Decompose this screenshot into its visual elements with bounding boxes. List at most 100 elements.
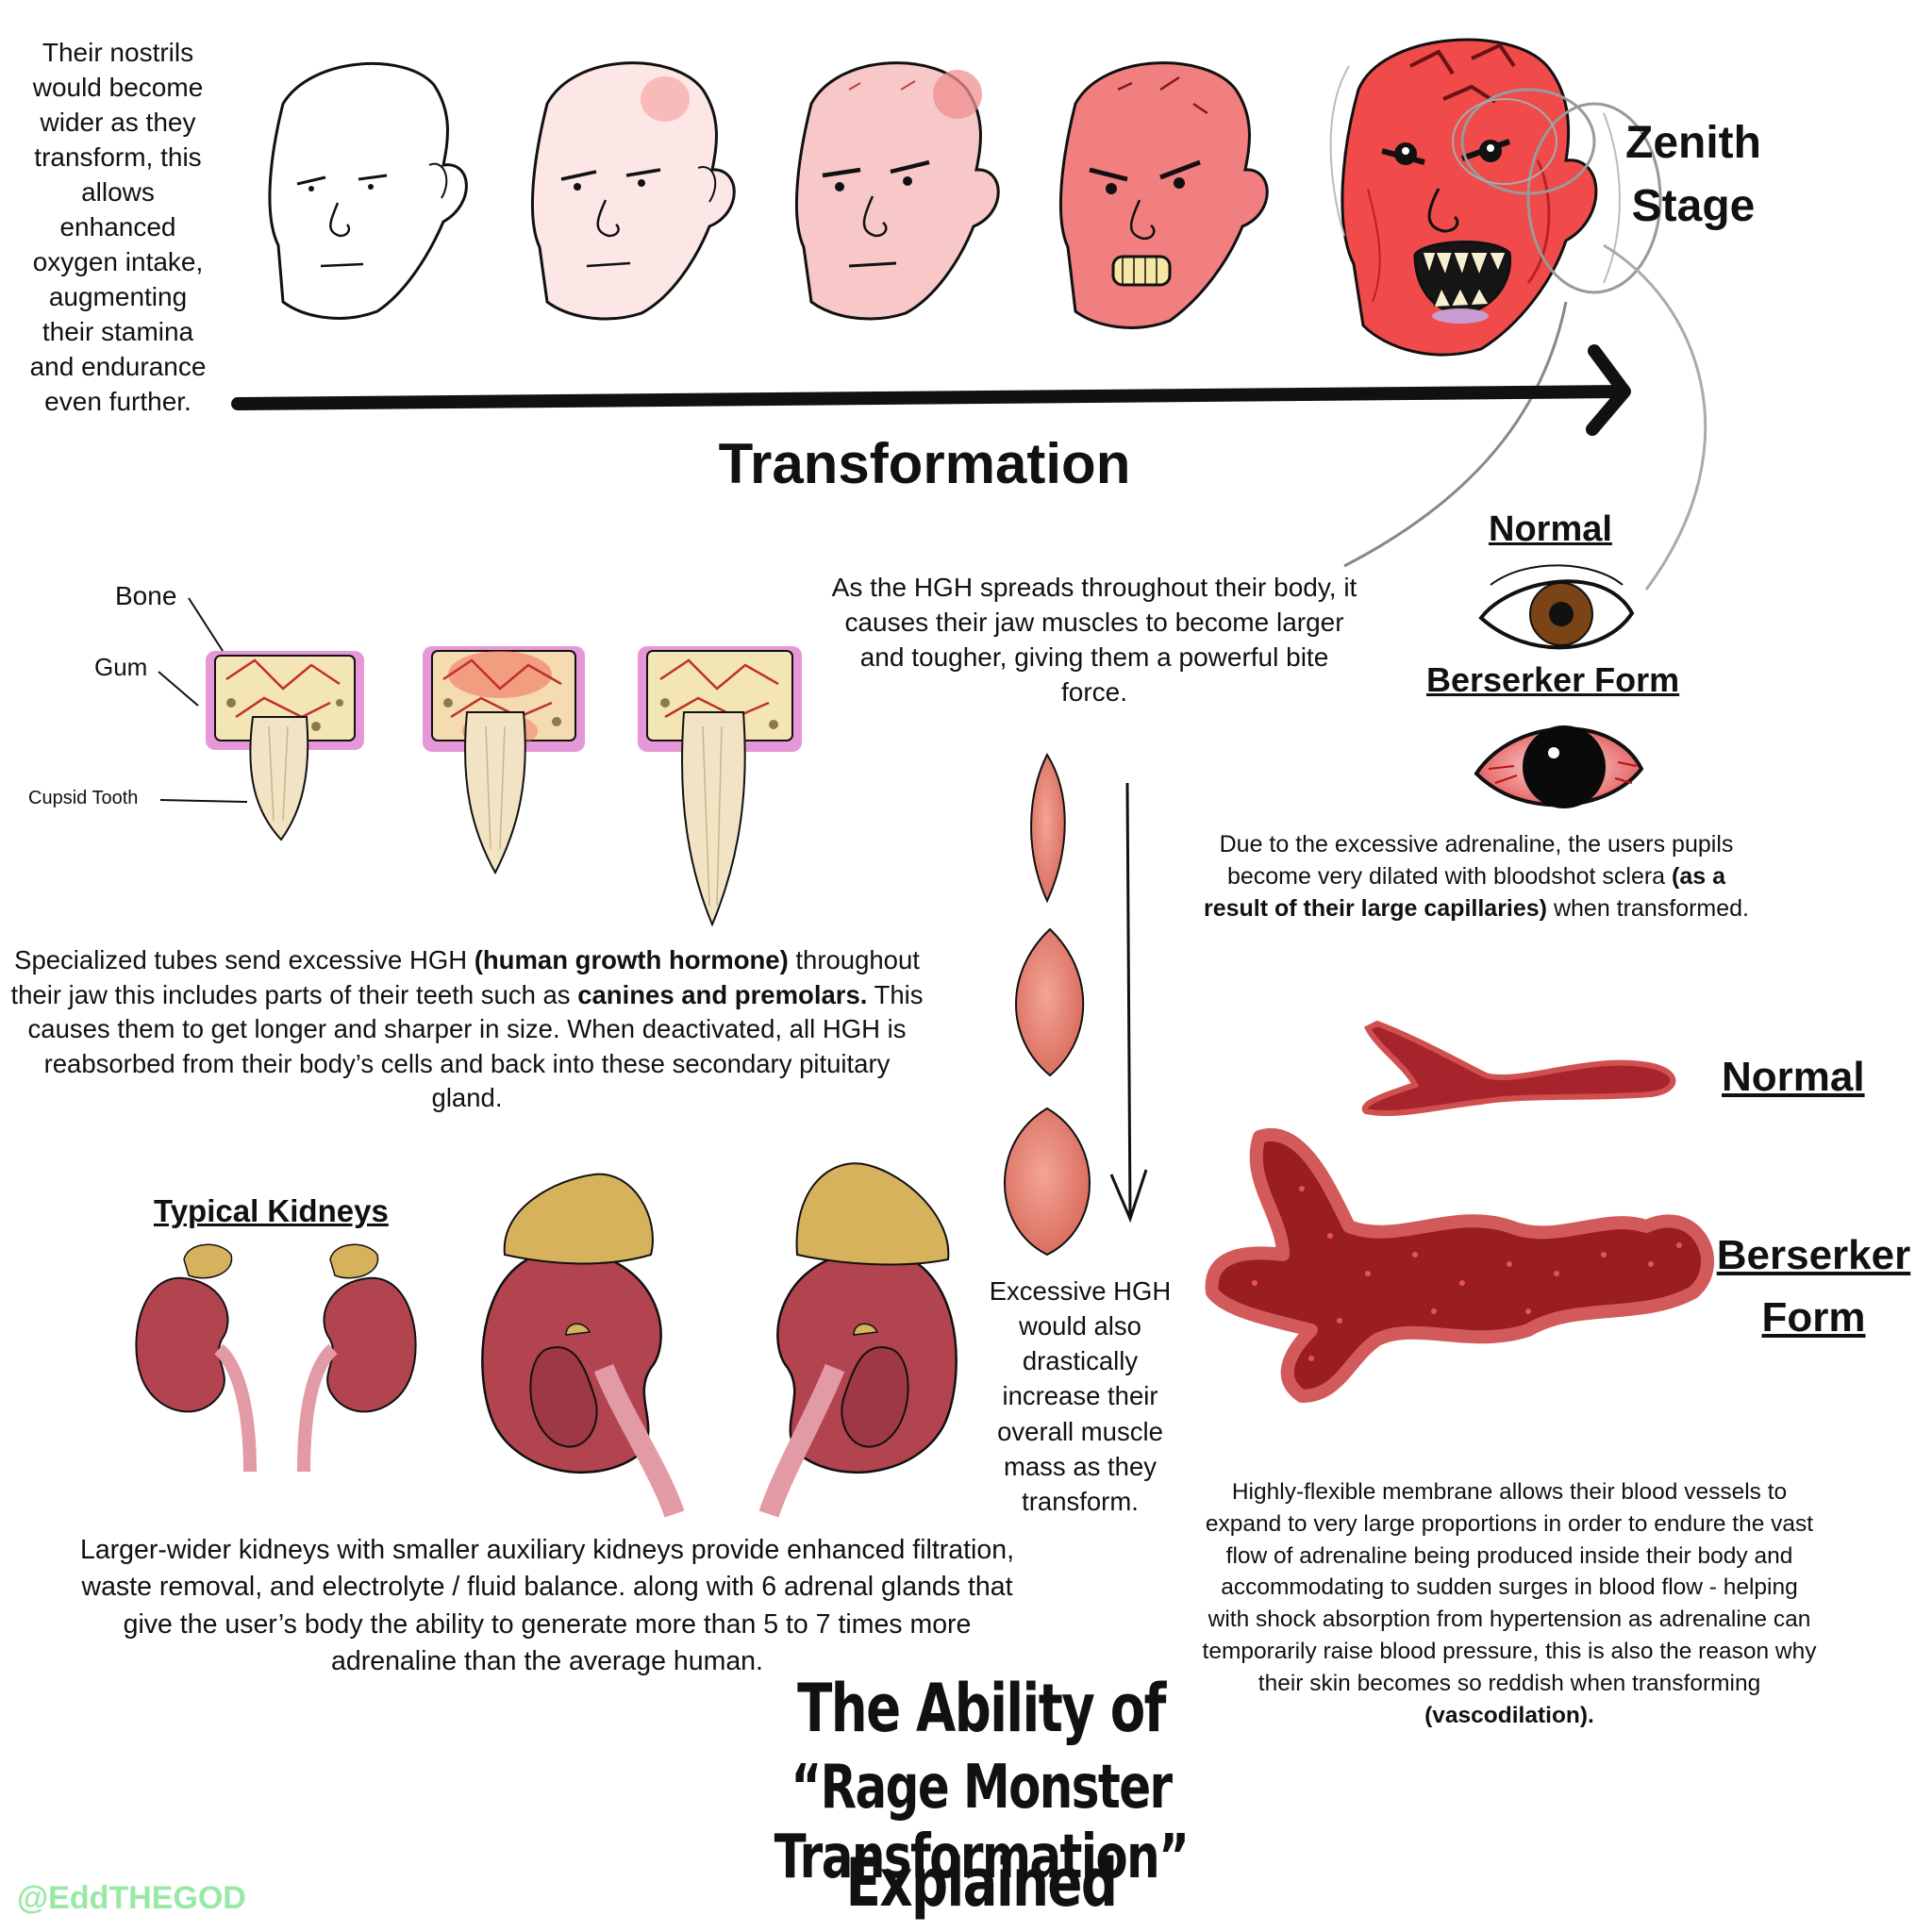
muscle-line: overall muscle (997, 1416, 1163, 1446)
kidney-line: give the user’s body the ability to gene… (123, 1608, 972, 1640)
nostrils-caption: Their nostrils would become wider as the… (14, 36, 222, 419)
watermark: @EddTHEGOD (17, 1880, 246, 1916)
typical-kidneys-diagram (135, 1243, 417, 1473)
nostrils-line: their stamina (42, 316, 194, 346)
eye-caption: Due to the excessive adrenaline, the use… (1170, 828, 1783, 924)
hgh-line: causes them to get longer and sharper in… (27, 1014, 907, 1044)
page-title-line-1: The Ability of (797, 1670, 1166, 1747)
muscle-growth-diagram (1004, 752, 1148, 1257)
connector-line (1343, 301, 1568, 568)
gum-label: Gum (94, 653, 148, 681)
nostrils-line: allows (81, 176, 155, 207)
nostrils-line: oxygen intake, (32, 246, 204, 276)
eye-caption-text: when transformed. (1553, 895, 1749, 922)
nostrils-line: augmenting (48, 281, 188, 311)
muscle-line: Excessive HGH (989, 1276, 1172, 1306)
vessel-line: Highly-flexible membrane allows their bl… (1231, 1479, 1788, 1505)
eye-caption-line: result of their large capillaries) when … (1170, 892, 1783, 924)
bone-leader-line (188, 597, 224, 652)
cupsid-tooth-label: Cupsid Tooth (28, 788, 139, 808)
eye-caption-bold: result of their large capillaries) (1203, 895, 1547, 922)
hgh-line: Specialized tubes send excessive HGH (hu… (0, 943, 934, 978)
nostrils-line: and endurance (29, 351, 207, 381)
typical-kidneys-label: Typical Kidneys (154, 1193, 389, 1228)
hgh-text: Specialized tubes send excessive HGH (14, 945, 475, 974)
eye-caption-line: become very dilated with bloodshot scler… (1170, 860, 1783, 892)
hgh-text: throughout (788, 945, 920, 974)
jaw-line: force. (1060, 676, 1128, 707)
jaw-line: As the HGH spreads throughout their body… (831, 573, 1357, 602)
berserker-kidney-left (481, 1173, 685, 1518)
kidney-caption: Larger-wider kidneys with smaller auxili… (19, 1532, 1075, 1680)
normal-vessel-label: Normal (1722, 1054, 1865, 1100)
hgh-bold: (human growth hormone) (474, 945, 789, 974)
nostrils-line: even further. (44, 386, 192, 416)
hgh-bold: canines and premolars. (577, 979, 868, 1009)
zenith-line: Zenith (1625, 118, 1761, 168)
face-stage-1 (268, 62, 468, 320)
hgh-line: reabsorbed from their body’s cells and b… (43, 1048, 891, 1078)
berserker-vessel-label: Berserker Form (1703, 1224, 1924, 1349)
eye-caption-bold: (as a (1672, 863, 1726, 890)
nostrils-line: would become (32, 72, 204, 102)
kidney-line: adrenaline than the average human. (331, 1645, 763, 1676)
hgh-line: gland. (431, 1083, 503, 1113)
nostrils-line: enhanced (59, 211, 176, 242)
berserker-vessel-line: Berserker (1716, 1232, 1911, 1278)
hgh-caption: Specialized tubes send excessive HGH (hu… (0, 943, 934, 1116)
gum-leader-line (158, 671, 199, 707)
normal-vessel-icon (1361, 1020, 1676, 1116)
hgh-text: their jaw this includes parts of their t… (10, 979, 578, 1009)
page-title-line-2: “Rage Monster Transformation” (774, 1753, 1190, 1892)
hgh-line: their jaw this includes parts of their t… (0, 978, 934, 1013)
face-stage-3 (794, 61, 1000, 321)
nostrils-line: Their nostrils (42, 38, 194, 67)
kidney-line: waste removal, and electrolyte / fluid b… (81, 1572, 1013, 1603)
tooth-diagram-1 (206, 651, 364, 841)
tooth-diagram-2 (423, 646, 585, 875)
vessel-caption: Highly-flexible membrane allows their bl… (1160, 1476, 1858, 1731)
face-stage-4 (1058, 61, 1269, 329)
zenith-stage-label: Zenith Stage (1613, 111, 1774, 238)
nostrils-line: transform, this (34, 142, 202, 172)
muscle-line: increase their (1002, 1381, 1158, 1411)
vessel-line-bold: (vascodilation). (1424, 1702, 1594, 1728)
connector-line (1603, 243, 1707, 591)
vessel-line: flow of adrenaline being produced inside… (1225, 1542, 1793, 1569)
eye-caption-text: become very dilated with bloodshot scler… (1226, 863, 1666, 890)
tooth-diagram-3 (638, 646, 802, 927)
muscle-line: transform. (1022, 1486, 1139, 1516)
vessel-line: temporarily raise blood pressure, this i… (1202, 1638, 1817, 1664)
vessel-line: their skin becomes so reddish when trans… (1257, 1670, 1761, 1696)
normal-eye-icon (1478, 564, 1635, 650)
muscle-line: would also (1019, 1311, 1141, 1341)
berserker-eye-label: Berserker Form (1426, 660, 1680, 699)
face-zenith-stage (1329, 38, 1662, 357)
transformation-arrow (231, 344, 1631, 436)
page-title-line-3: Explained (845, 1844, 1118, 1922)
jaw-line: and tougher, giving them a powerful bite (859, 641, 1329, 672)
berserker-kidney-right (758, 1162, 958, 1518)
muscle-caption: Excessive HGH would also drastically inc… (976, 1274, 1184, 1519)
jaw-line: causes their jaw muscles to become large… (844, 607, 1344, 637)
eye-caption-line: Due to the excessive adrenaline, the use… (1219, 831, 1734, 858)
nostrils-line: wider as they (40, 107, 196, 137)
berserker-vessel-icon (1205, 1128, 1714, 1403)
vessel-line: with shock absorption from hypertension … (1208, 1607, 1811, 1633)
jaw-caption: As the HGH spreads throughout their body… (792, 571, 1396, 710)
normal-eye-label: Normal (1489, 509, 1612, 549)
berserker-vessel-line: Form (1761, 1294, 1866, 1341)
zenith-line: Stage (1631, 181, 1756, 232)
hgh-text: This (867, 979, 924, 1009)
bone-label: Bone (115, 581, 177, 610)
kidney-line: Larger-wider kidneys with smaller auxili… (79, 1535, 1015, 1565)
berserker-eye-icon (1474, 725, 1644, 808)
muscle-line: mass as they (1003, 1451, 1157, 1481)
muscle-line: drastically (1022, 1346, 1139, 1376)
vessel-line: accommodating to sudden surges in blood … (1221, 1574, 1798, 1601)
vessel-line: expand to very large proportions in orde… (1205, 1510, 1814, 1537)
transformation-label: Transformation (718, 432, 1131, 495)
tooth-leader-line (159, 799, 248, 803)
face-stage-2 (530, 61, 736, 321)
